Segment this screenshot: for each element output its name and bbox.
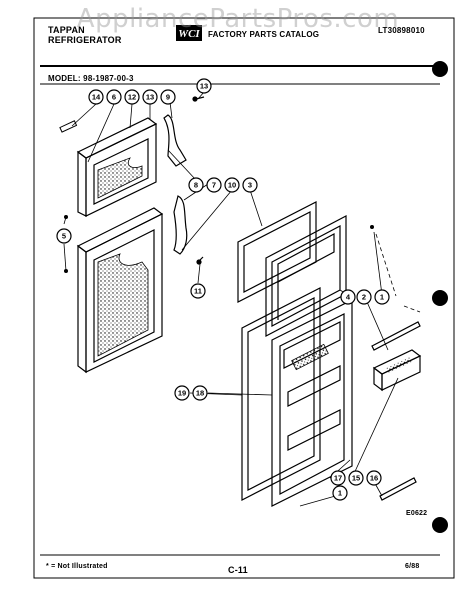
page-border bbox=[33, 17, 455, 579]
screw-right bbox=[370, 225, 374, 229]
punch-hole-middle bbox=[432, 290, 448, 306]
bottom-trim-16 bbox=[379, 477, 417, 501]
food-door-outer bbox=[76, 207, 164, 374]
screw-13 bbox=[192, 96, 205, 102]
model-number: MODEL: 98-1987-00-3 bbox=[48, 74, 134, 83]
figure-code: E0622 bbox=[406, 510, 428, 517]
page-number: C-11 bbox=[228, 565, 248, 575]
punch-hole-top bbox=[432, 61, 448, 77]
brand-line-1: TAPPAN bbox=[48, 25, 85, 35]
brand-logo: WCI bbox=[176, 25, 202, 41]
catalog-number: LT30898010 bbox=[378, 26, 425, 35]
shelf-bar bbox=[371, 321, 421, 351]
punch-hole-bottom bbox=[432, 517, 448, 533]
upper-hinge bbox=[163, 114, 187, 167]
freezer-door-outer bbox=[76, 117, 158, 217]
food-door-liner bbox=[271, 299, 353, 507]
door-bin bbox=[372, 349, 422, 392]
food-gasket bbox=[241, 287, 321, 501]
catalog-title: FACTORY PARTS CATALOG bbox=[208, 30, 320, 39]
bin-pattern bbox=[385, 356, 413, 374]
lower-hinge bbox=[173, 195, 188, 255]
part-14-bar bbox=[59, 120, 78, 133]
brand-line-2: REFRIGERATOR bbox=[48, 35, 122, 45]
footnote: * = Not Illustrated bbox=[46, 563, 108, 570]
svg-text:WCI: WCI bbox=[178, 28, 200, 40]
catalog-date: 6/88 bbox=[405, 563, 420, 570]
food-insulation bbox=[97, 253, 149, 357]
liner-vent bbox=[291, 343, 329, 371]
screw-11 bbox=[196, 256, 204, 265]
freezer-insulation bbox=[97, 157, 143, 199]
freezer-door-liner bbox=[265, 215, 347, 337]
hidden-line bbox=[375, 233, 421, 313]
